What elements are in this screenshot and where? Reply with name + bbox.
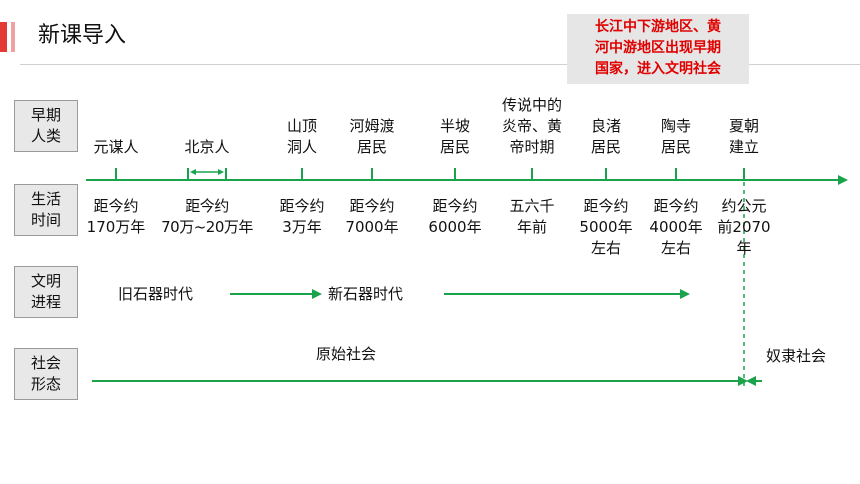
label-slave-society: 奴隶社会: [766, 347, 827, 365]
timeline-ticks: [115, 168, 745, 180]
row-label-civilization-text: 文明 进程: [30, 272, 61, 311]
label-neolithic: 新石器时代: [328, 285, 404, 303]
header-accent-bar: [0, 22, 7, 52]
label-paleolithic: 旧石器时代: [118, 285, 194, 303]
peking-man-range-arrow: [190, 169, 224, 175]
row-label-living-time-text: 生活 时间: [30, 190, 61, 229]
era-xia-dynasty: 夏朝 建立: [728, 117, 760, 156]
time-hemudu: 距今约 7000年: [345, 197, 399, 236]
row-label-society: 社会 形态: [14, 348, 78, 400]
row-label-early-humans: 早期 人类: [14, 100, 78, 152]
page-title: 新课导入: [38, 23, 127, 48]
time-xia-dynasty: 约公元 前2070 年: [717, 197, 771, 257]
era-upper-cave: 山顶 洞人: [286, 117, 318, 156]
callout-line-1: 长江中下游地区、黄: [595, 19, 721, 35]
era-peking-man: 北京人: [184, 138, 230, 156]
time-yuanmou: 距今约 170万年: [86, 197, 146, 236]
time-banpo: 距今约 6000年: [428, 197, 482, 236]
era-hemudu: 河姆渡 居民: [349, 117, 395, 156]
callout-line-2: 河中游地区出现早期: [595, 40, 721, 56]
era-yuanmou: 元谋人: [93, 138, 139, 156]
time-peking-man: 距今约 70万~20万年: [161, 197, 253, 236]
label-primitive-society: 原始社会: [316, 345, 377, 363]
row-label-early-humans-text: 早期 人类: [30, 106, 61, 145]
time-taosi: 距今约 4000年 左右: [649, 197, 703, 257]
row-label-living-time: 生活 时间: [14, 184, 78, 236]
time-liangzhu: 距今约 5000年 左右: [579, 197, 633, 257]
era-liangzhu: 良渚 居民: [590, 117, 622, 156]
row-label-civilization: 文明 进程: [14, 266, 78, 318]
time-yan-huang: 五六千 年前: [509, 197, 555, 236]
era-taosi: 陶寺 居民: [660, 117, 692, 156]
callout-box: 长江中下游地区、黄 河中游地区出现早期 国家，进入文明社会: [567, 14, 749, 84]
header-divider: [20, 64, 860, 65]
era-banpo: 半坡 居民: [439, 117, 471, 156]
time-upper-cave: 距今约 3万年: [279, 197, 325, 236]
header-accent-bar-light: [11, 22, 15, 52]
row-label-society-text: 社会 形态: [30, 354, 61, 393]
callout-line-3: 国家，进入文明社会: [595, 61, 721, 77]
era-yan-huang: 传说中的 炎帝、黄 帝时期: [501, 96, 563, 156]
